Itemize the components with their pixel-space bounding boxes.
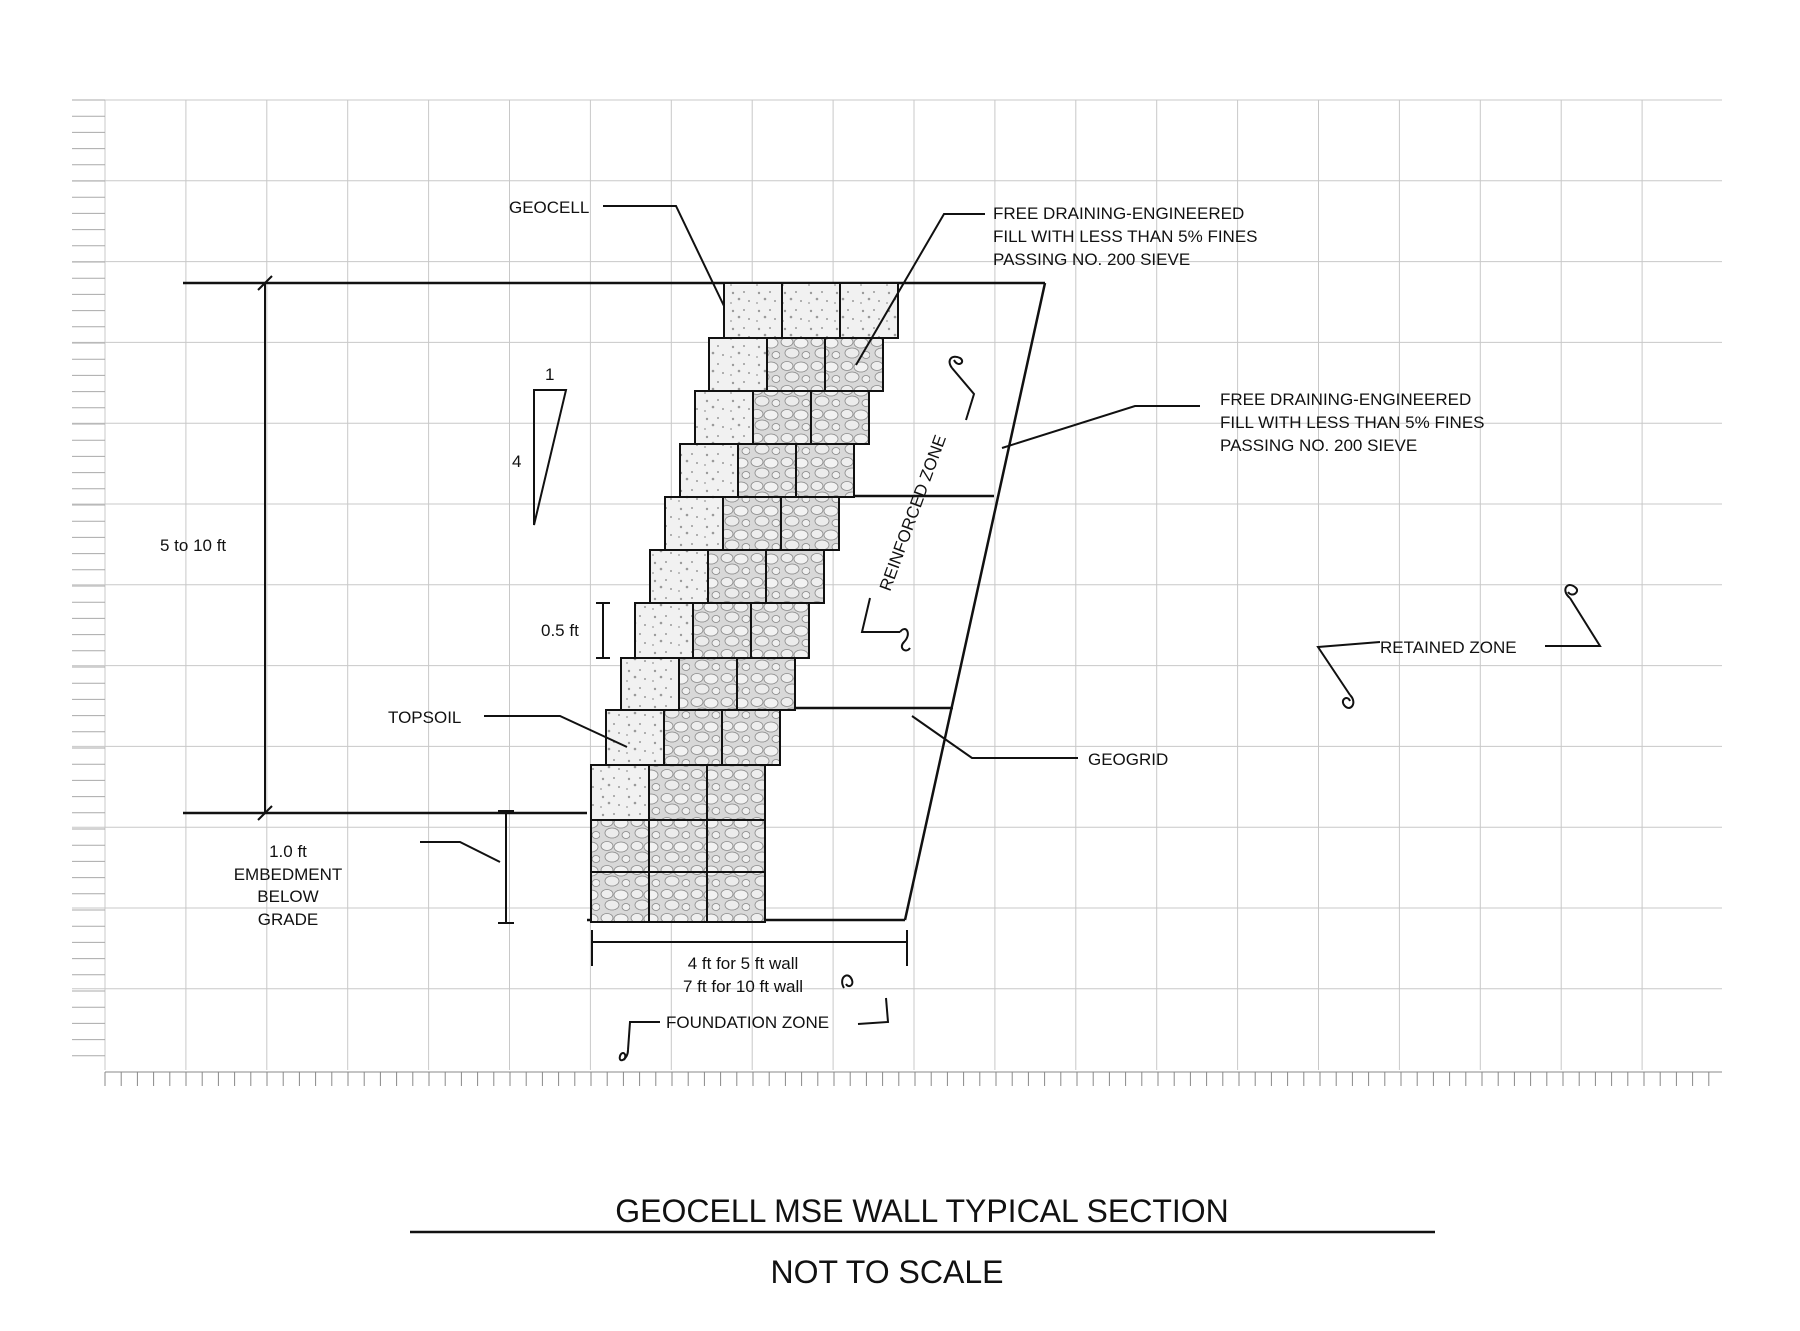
wall-height-tick-top <box>257 275 273 291</box>
reinforced-zone-break-bottom <box>860 597 900 633</box>
retained-zone-break-right <box>1545 597 1602 647</box>
geocell-topsoil-block <box>723 282 783 339</box>
fill-note-2-line-1: FREE DRAINING-ENGINEERED <box>1220 390 1471 409</box>
geocell-topsoil-block <box>590 764 650 821</box>
batter-side-label: 4 <box>512 452 521 471</box>
fill-note-2-line-3: PASSING NO. 200 SIEVE <box>1220 436 1417 455</box>
foundation-zone-break-right <box>857 997 890 1025</box>
retained-zone-break-right-s <box>1564 584 1578 599</box>
batter-top-label: 1 <box>545 365 554 384</box>
geocell-stone-block <box>722 496 782 551</box>
retained-zone-break-left <box>1316 641 1381 696</box>
reinforced-zone-label: REINFORCED ZONE <box>876 432 950 593</box>
geocell-stone-block <box>707 549 767 604</box>
geocell-topsoil-block <box>679 443 739 498</box>
geocell-stone-block <box>765 549 825 604</box>
geocell-stone-block <box>706 819 766 873</box>
geocell-stone-block <box>750 602 810 659</box>
geocell-topsoil-block <box>694 390 754 445</box>
geogrid-label: GEOGRID <box>1088 750 1168 769</box>
foundation-zone-break-left <box>627 1021 660 1051</box>
retained-zone-label: RETAINED ZONE <box>1380 638 1517 657</box>
reinforced-zone-break-bottom-s <box>899 628 911 652</box>
geocell-stone-block <box>752 390 812 445</box>
grid <box>72 99 1722 1086</box>
base-width-line-1: 4 ft for 5 ft wall <box>688 954 799 973</box>
lift-height-label: 0.5 ft <box>541 621 579 640</box>
geocell-stone-block <box>678 657 738 711</box>
geocell-stone-block <box>737 443 797 498</box>
geocell-stone-block <box>824 337 884 392</box>
dimensions-and-leaders <box>257 205 1602 1234</box>
geocell-topsoil-block <box>781 282 841 339</box>
fill-note-2-leader <box>1001 405 1200 449</box>
fill-note-2-line-2: FILL WITH LESS THAN 5% FINES <box>1220 413 1485 432</box>
foundation-zone-break-right-s <box>841 974 854 989</box>
fill-note-1-leader <box>855 213 985 366</box>
base-width-line-2: 7 ft for 10 ft wall <box>683 977 803 996</box>
embedment-leader <box>420 841 501 863</box>
topsoil-label: TOPSOIL <box>388 708 461 727</box>
geocell-stone-block <box>706 764 766 821</box>
fill-note-1-line-3: PASSING NO. 200 SIEVE <box>993 250 1190 269</box>
geocell-stone-block <box>721 709 781 766</box>
wall-height-tick-bottom <box>257 805 273 821</box>
drawing-title: GEOCELL MSE WALL TYPICAL SECTION <box>615 1193 1229 1229</box>
wall-height-label: 5 to 10 ft <box>160 536 226 555</box>
foundation-zone-label: FOUNDATION ZONE <box>666 1013 829 1032</box>
reinforced-zone-back-line <box>903 282 1047 921</box>
geocell-stone-block <box>706 871 766 923</box>
geocell-stone-block <box>590 819 650 873</box>
fill-note-1-line-2: FILL WITH LESS THAN 5% FINES <box>993 227 1258 246</box>
geocell-stone-block <box>648 764 708 821</box>
geocell-topsoil-block <box>664 496 724 551</box>
geocell-stone-block <box>648 871 708 923</box>
geocell-topsoil-block <box>708 337 768 392</box>
geogrid-leader <box>911 715 1078 759</box>
geocell-label: GEOCELL <box>509 198 589 217</box>
geocell-topsoil-block <box>620 657 680 711</box>
geocell-stone-block <box>780 496 840 551</box>
wall-structure <box>183 281 1047 922</box>
geocell-stone-block <box>766 337 826 392</box>
geocell-stone-block <box>795 443 855 498</box>
geocell-wall-blocks <box>590 282 899 923</box>
geocell-topsoil-block <box>634 602 694 659</box>
foundation-zone-break-left-s <box>618 1049 629 1062</box>
embedment-line-4: GRADE <box>258 910 318 929</box>
embedment-line-3: BELOW <box>257 887 318 906</box>
geocell-stone-block <box>810 390 870 445</box>
geocell-topsoil-block <box>649 549 709 604</box>
fill-note-1-line-1: FREE DRAINING-ENGINEERED <box>993 204 1244 223</box>
reinforced-zone-break-top <box>951 367 976 421</box>
topsoil-leader <box>484 715 628 748</box>
batter-triangle <box>533 389 568 526</box>
geocell-topsoil-block <box>839 282 899 339</box>
reinforced-zone-break-top-s <box>948 355 964 369</box>
geocell-stone-block <box>692 602 752 659</box>
geocell-leader <box>603 205 725 307</box>
geocell-stone-block <box>663 709 723 766</box>
geocell-topsoil-block <box>605 709 665 766</box>
embedment-line-2: EMBEDMENT <box>234 865 343 884</box>
geocell-stone-block <box>590 871 650 923</box>
geocell-stone-block <box>648 819 708 873</box>
retained-zone-break-left-s <box>1341 694 1355 709</box>
drawing-subtitle: NOT TO SCALE <box>771 1254 1004 1290</box>
embedment-line-1: 1.0 ft <box>269 842 307 861</box>
geocell-stone-block <box>736 657 796 711</box>
